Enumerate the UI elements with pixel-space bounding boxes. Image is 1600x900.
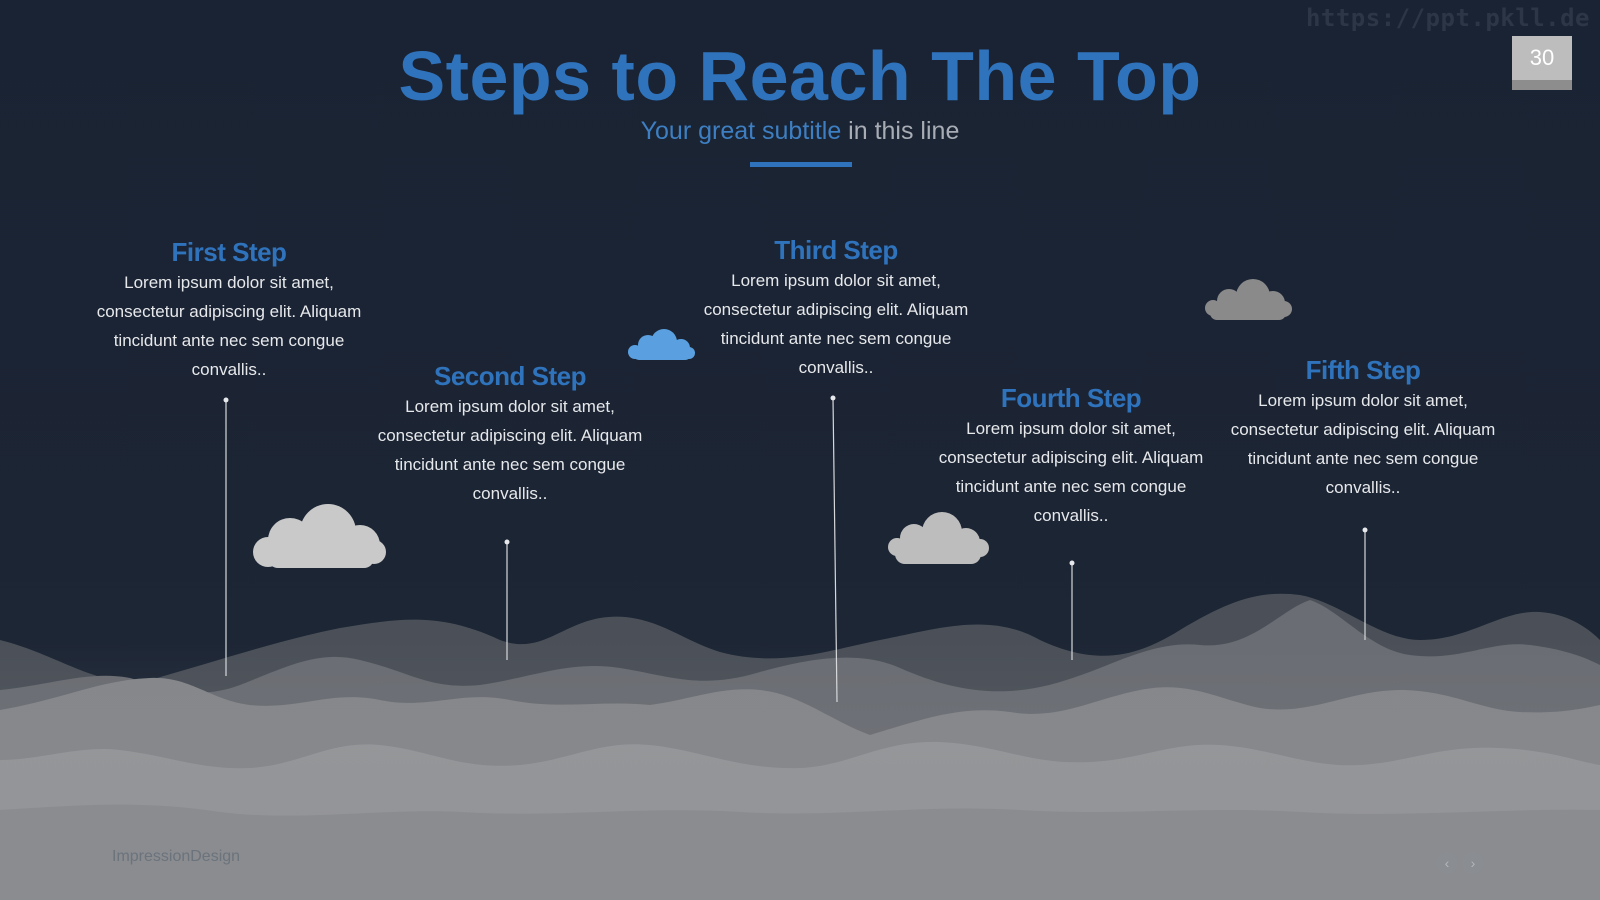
cloud-icon — [628, 329, 695, 360]
step-body: Lorem ipsum dolor sit amet, consectetur … — [938, 419, 1204, 525]
step-first: First Step Lorem ipsum dolor sit amet, c… — [79, 236, 379, 384]
pointer-dot-fourth — [1069, 560, 1075, 566]
step-second: Second Step Lorem ipsum dolor sit amet, … — [360, 360, 660, 508]
chevron-right-icon[interactable]: › — [1462, 852, 1484, 874]
step-title: First Step — [171, 237, 287, 267]
step-body: Lorem ipsum dolor sit amet, consectetur … — [1230, 391, 1496, 497]
step-third: Third Step Lorem ipsum dolor sit amet, c… — [686, 234, 986, 382]
step-fifth: Fifth Step Lorem ipsum dolor sit amet, c… — [1213, 354, 1513, 502]
step-body: Lorem ipsum dolor sit amet, consectetur … — [377, 397, 643, 503]
step-title: Second Step — [434, 361, 586, 391]
pointer-line-third — [832, 397, 838, 703]
cloud-icon — [888, 512, 989, 564]
page-title: Steps to Reach The Top — [398, 37, 1202, 115]
pointer-dot-second — [504, 539, 510, 545]
step-pointers — [223, 395, 1368, 703]
page-number: 30 — [1529, 45, 1555, 70]
page-number-badge: 30 — [1512, 36, 1572, 90]
step-body: Lorem ipsum dolor sit amet, consectetur … — [96, 273, 362, 379]
subtitle-accent: Your great subtitle — [640, 117, 842, 145]
step-title: Fourth Step — [1000, 383, 1142, 413]
pointer-dot-third — [830, 395, 836, 401]
step-fourth: Fourth Step Lorem ipsum dolor sit amet, … — [921, 382, 1221, 530]
footer-brand: ImpressionDesign — [112, 848, 241, 865]
step-title: Third Step — [774, 235, 898, 265]
pointer-dot-fifth — [1362, 527, 1368, 533]
watermark: https://ppt.pkll.de — [1305, 4, 1590, 32]
chevron-left-icon[interactable]: ‹ — [1436, 852, 1458, 874]
step-body: Lorem ipsum dolor sit amet, consectetur … — [703, 271, 969, 377]
subtitle-rest: in this line — [841, 117, 960, 145]
ground-haze — [0, 640, 1600, 900]
step-title: Fifth Step — [1305, 355, 1421, 385]
pointer-dot-first — [223, 397, 229, 403]
page-subtitle: Your great subtitle in this line — [0, 117, 1600, 146]
cloud-icon — [1205, 279, 1292, 320]
title-underline — [750, 162, 852, 167]
cloud-icon — [253, 504, 386, 568]
